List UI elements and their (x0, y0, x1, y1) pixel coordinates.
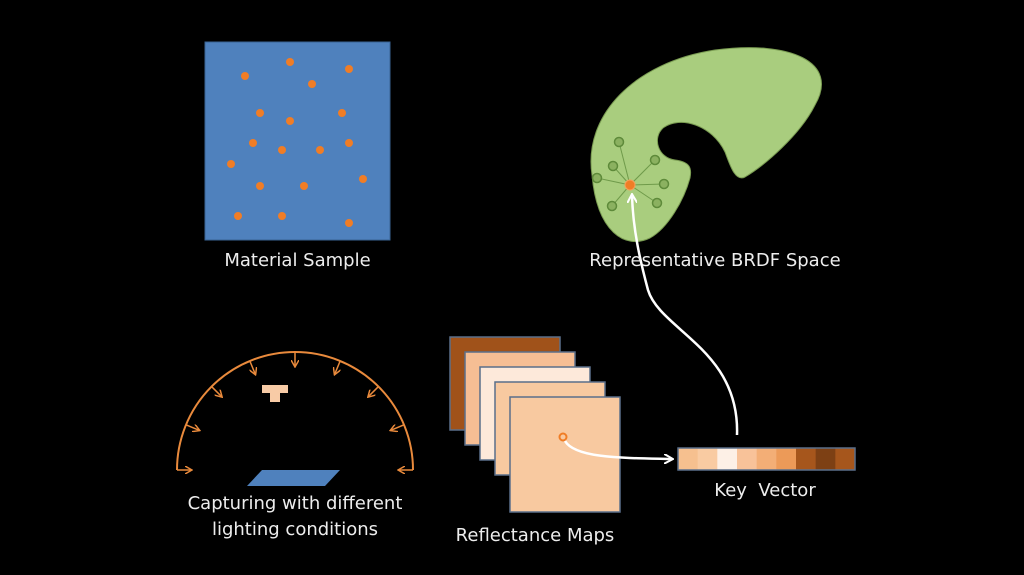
sample-point (256, 109, 264, 117)
sample-point (227, 160, 235, 168)
sample-point (241, 72, 249, 80)
key-vector-cell (717, 448, 738, 470)
lighting-dome (176, 351, 414, 486)
sample-point (300, 182, 308, 190)
light-arrow (185, 424, 199, 430)
capturing-label-line1: Capturing with different (187, 493, 403, 514)
light-arrow (369, 386, 379, 397)
brdf-space-shape (590, 47, 822, 243)
sample-point (316, 146, 324, 154)
light-arrow (249, 360, 255, 374)
sample-point (359, 175, 367, 183)
key-vector-cell (796, 448, 817, 470)
sample-point (249, 139, 257, 147)
sample-point (256, 182, 264, 190)
sample-point (278, 146, 286, 154)
neighbor-point (651, 197, 663, 209)
sample-point (345, 139, 353, 147)
sample-point (234, 212, 242, 220)
pixel-to-key-arrow (563, 440, 672, 459)
neighbor-link (629, 159, 656, 186)
reflectance-maps-stack (449, 336, 621, 513)
material-sample (204, 41, 391, 241)
light-arrow (335, 360, 341, 374)
key-vector-cell (835, 448, 856, 470)
sample-point (278, 212, 286, 220)
sample-point (286, 117, 294, 125)
sample-point (338, 109, 346, 117)
light-direction-arrows (177, 352, 413, 470)
key-vector-border (677, 447, 856, 471)
neighbor-point (607, 160, 619, 172)
capturing-label-line2: lighting conditions (211, 519, 379, 540)
camera-icon (262, 385, 288, 402)
key-vector-cell (776, 448, 797, 470)
key-vector-cell (697, 448, 718, 470)
sample-point (345, 65, 353, 73)
reflectance-maps-label: Reflectance Maps (455, 525, 615, 546)
neighbor-link (629, 183, 665, 186)
neighbor-point (606, 200, 618, 212)
neighbor-point (591, 172, 603, 184)
query-point (624, 179, 636, 191)
neighbor-points (591, 136, 670, 212)
neighbor-link (618, 141, 631, 186)
sample-points (227, 58, 367, 227)
sample-plane (247, 470, 340, 486)
key-vector-label: Key Vector (714, 480, 816, 501)
light-arrow (391, 424, 405, 430)
neighbor-point (649, 154, 661, 166)
key-vector-cell (678, 448, 699, 470)
neighbor-point (613, 136, 625, 148)
neighbor-link (596, 177, 631, 186)
key-vector-cell (756, 448, 777, 470)
key-vector-cell (737, 448, 758, 470)
material-sample-label: Material Sample (224, 250, 371, 271)
sample-point (345, 219, 353, 227)
key-vector-cell (815, 448, 836, 470)
sample-point (286, 58, 294, 66)
neighbor-point (658, 178, 670, 190)
brdf-space-label: Representative BRDF Space (589, 250, 841, 271)
sample-point (308, 80, 316, 88)
light-arrow (211, 386, 222, 397)
key-vector-bar (677, 447, 856, 471)
key-to-brdf-arrow (632, 195, 739, 436)
